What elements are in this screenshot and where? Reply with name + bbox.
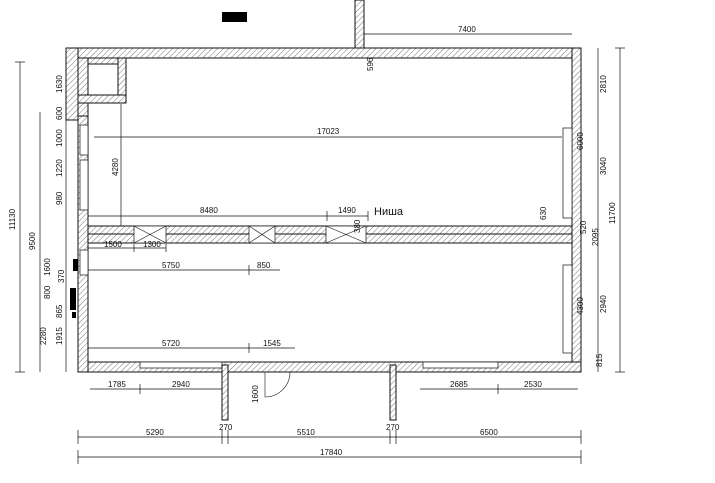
left-windows [79,124,89,276]
dim-right-11700: 11700 [608,202,617,224]
niche-label: Ниша [374,206,404,218]
dim-lower-850: 850 [257,261,271,270]
dim-corridor-1490: 1490 [338,206,356,215]
dim-total-17840: 17840 [320,448,343,457]
dim-corridor-8480: 8480 [200,206,218,215]
dim-total-6500: 6500 [480,428,498,437]
top-marker [222,12,247,22]
dim-lower-5720: 5720 [162,339,180,348]
dim-left-980: 980 [55,191,64,205]
left-marker-c [72,312,76,318]
corridor-openings [133,225,367,244]
dim-left-600: 600 [55,106,64,120]
dim-left-1220: 1220 [55,159,64,177]
dim-left-1915: 1915 [55,327,64,345]
dim-bottom-2530: 2530 [524,380,542,389]
dim-total-5290: 5290 [146,428,164,437]
left-marker-a [73,259,78,271]
dim-corr-1500: 1500 [104,240,122,249]
dim-room-4280: 4280 [111,158,120,176]
dim-left-1000: 1000 [55,129,64,147]
dim-corr-1300: 1300 [143,240,161,249]
outer-walls [65,47,582,373]
dim-right-2940: 2940 [599,295,608,313]
dim-right-3040: 3040 [599,157,608,175]
dim-bottom-2940: 2940 [172,380,190,389]
dim-right-520: 520 [579,220,588,234]
dim-total-270b: 270 [386,423,400,432]
dim-total-270a: 270 [219,423,233,432]
dim-bottom-2685: 2685 [450,380,468,389]
dim-right-815: 815 [595,353,604,367]
dim-left-370: 370 [57,269,66,283]
dim-left-9500: 9500 [28,232,37,250]
dim-left-2280: 2280 [39,327,48,345]
dim-right-6000: 6000 [576,132,585,150]
dim-corridor-380: 380 [353,219,362,233]
right-windows [562,127,573,354]
dim-left-1630: 1630 [55,75,64,93]
dim-bottom-1600: 1600 [251,385,260,403]
shaft [87,63,119,96]
dim-right-2810: 2810 [599,75,608,93]
dim-bottom-1785: 1785 [108,380,126,389]
dim-left-865: 865 [55,304,64,318]
dim-top-7400: 7400 [458,25,476,34]
upper-wall-stub [354,0,365,51]
dim-corridor-630: 630 [539,206,548,220]
dim-right-4300: 4300 [576,297,585,315]
dim-room-17023: 17023 [317,127,340,136]
entrance-door [221,364,397,421]
left-marker-b [70,288,76,310]
dim-top-596: 596 [366,57,375,71]
dim-left-800: 800 [43,285,52,299]
dim-right-2095: 2095 [591,228,600,246]
dim-lower-5750: 5750 [162,261,180,270]
dim-lower-1545: 1545 [263,339,281,348]
dim-total-5510: 5510 [297,428,315,437]
dim-left-11130: 11130 [8,208,17,230]
dim-left-1600: 1600 [43,258,52,276]
